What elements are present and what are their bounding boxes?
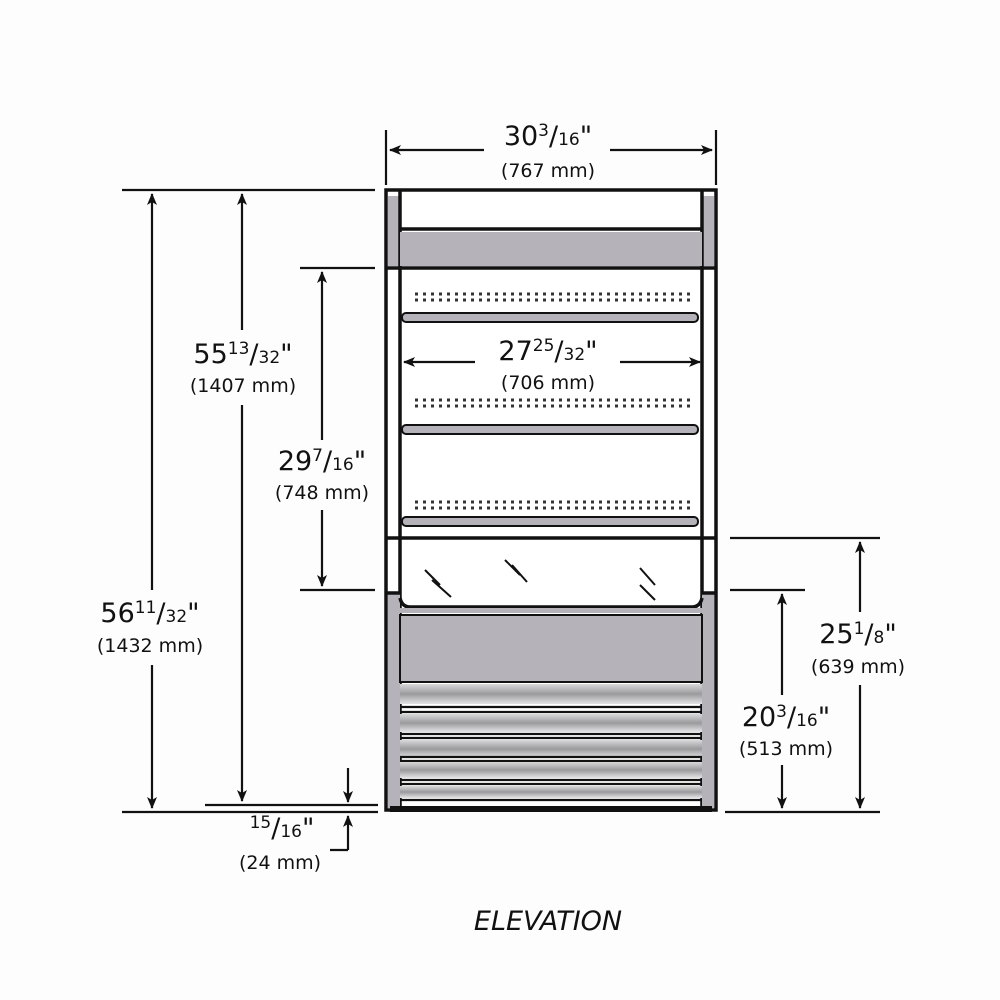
- merchandiser-cabinet: [384, 188, 718, 812]
- glass-front: [424, 559, 656, 601]
- svg-text:(748 mm): (748 mm): [275, 482, 369, 504]
- label-overall-height: 5611/32" (1432 mm): [97, 598, 203, 657]
- svg-text:15/16": 15/16": [250, 813, 315, 844]
- label-interior-width: 2725/32" (706 mm): [498, 336, 597, 394]
- left-pillar-bottom: [388, 593, 400, 808]
- label-base-height: 15/16" (24 mm): [239, 813, 321, 874]
- svg-text:(639 mm): (639 mm): [811, 656, 905, 678]
- svg-text:203/16": 203/16": [742, 702, 830, 733]
- svg-text:(24 mm): (24 mm): [239, 852, 321, 874]
- dimension-lines: [122, 130, 880, 852]
- canopy-panel: [400, 232, 702, 266]
- svg-text:(767 mm): (767 mm): [501, 160, 595, 182]
- svg-text:(513 mm): (513 mm): [739, 738, 833, 760]
- svg-text:5513/32": 5513/32": [193, 339, 292, 370]
- svg-text:(706 mm): (706 mm): [501, 372, 595, 394]
- right-pillar-top: [702, 196, 714, 266]
- label-body-height: 5513/32" (1407 mm): [190, 339, 296, 397]
- base: [390, 806, 712, 812]
- label-display-opening: 297/16" (748 mm): [275, 446, 369, 504]
- label-front-height: 203/16" (513 mm): [739, 702, 833, 760]
- svg-text:303/16": 303/16": [504, 121, 592, 152]
- shelves: [401, 292, 699, 527]
- svg-text:(1432 mm): (1432 mm): [97, 635, 203, 657]
- shelf-rail: [401, 312, 699, 323]
- louvers: [400, 684, 702, 802]
- label-deck-height: 251/8" (639 mm): [811, 619, 905, 678]
- front-panel: [399, 614, 703, 683]
- left-pillar-top: [388, 196, 400, 266]
- svg-text:5611/32": 5611/32": [100, 598, 199, 629]
- drawing-title: ELEVATION: [474, 906, 622, 937]
- right-pillar-bottom: [702, 593, 714, 808]
- svg-text:297/16": 297/16": [278, 446, 366, 477]
- shelf-rail: [401, 424, 699, 435]
- svg-text:2725/32": 2725/32": [498, 336, 597, 367]
- label-overall-width: 303/16" (767 mm): [501, 121, 595, 182]
- shelf-rail: [401, 516, 699, 527]
- svg-text:251/8": 251/8": [819, 619, 897, 650]
- svg-text:(1407 mm): (1407 mm): [190, 375, 296, 397]
